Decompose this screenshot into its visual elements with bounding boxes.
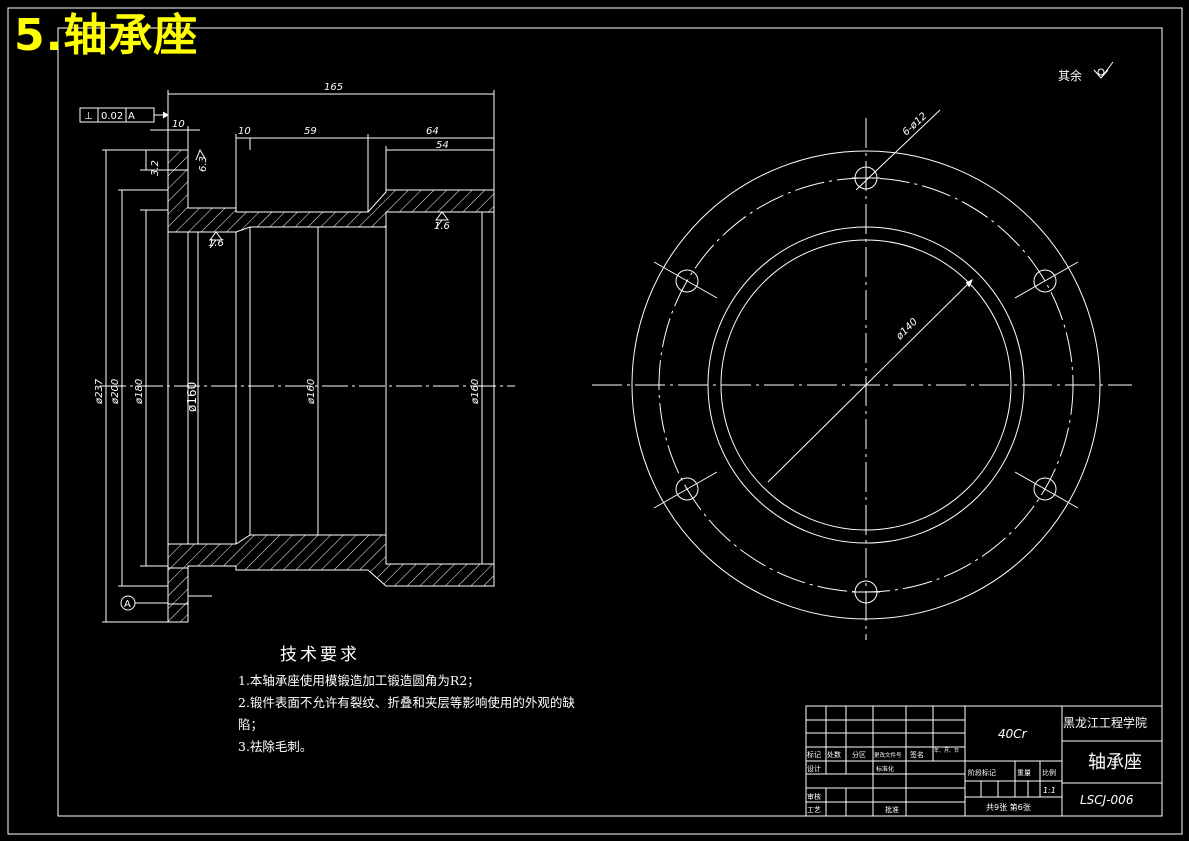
tb-label-ratio: 比例 [1042,768,1056,777]
bolt-hole [675,269,699,293]
dim-d-middle: ø160 [306,379,317,405]
tb-label-date: 年、月、日 [934,747,959,754]
tech-requirements-title: 技术要求 [280,645,360,665]
section-hatch-top [167,149,495,233]
page-heading: 5.轴承座 [14,10,199,61]
dim-chamfer: 6.3 [198,156,209,172]
tech-requirement-item: 陷； [238,717,264,732]
dim-overall-length: 165 [324,82,343,93]
bolt-hole [1033,477,1057,501]
tb-school: 黑龙江工程学院 [1063,715,1147,730]
datum-label: A [124,599,131,610]
dim-middle-length: 59 [304,126,317,137]
tolerance-datum: A [128,111,135,122]
bolt-hole [1033,269,1057,293]
dim-right-bore-length: 54 [436,140,449,151]
tb-label-design: 设计 [807,764,821,773]
roughness-note: 其余 [1058,61,1114,83]
tech-requirement-item: 1.本轴承座使用模锻造加工锻造圆角为R2； [238,673,480,688]
dim-d-body: ø180 [134,379,145,405]
tolerance-symbol: ⊥ [84,111,93,122]
tb-label-sign: 签名 [910,750,924,759]
tb-label-mark: 标记 [807,750,821,759]
title-block [805,705,1163,817]
tb-sheets: 共9张 第6张 [986,802,1031,812]
dim-flange-height: 3.2 [150,160,161,176]
tb-label-stage-mark: 阶段标记 [968,768,996,777]
tb-label-count: 处数 [827,750,841,759]
tb-material: 40Cr [998,727,1028,741]
tech-requirements: 技术要求 1.本轴承座使用模锻造加工锻造圆角为R2； 2.锻件表面不允许有裂纹、… [238,644,658,758]
tb-label-review: 审核 [807,792,821,801]
dim-d-outer-flange: ø237 [94,378,105,405]
tb-drawing-no: LSCJ-006 [1080,793,1134,807]
tb-label-approve: 批准 [885,805,899,814]
tb-label-zone: 分区 [852,750,866,759]
tb-label-process: 工艺 [807,806,821,814]
roughness-value-2: 1.6 [434,221,450,232]
tb-label-change-doc: 更改文件号 [874,751,902,759]
section-hatch-bottom [167,534,495,623]
dim-right-length: 64 [426,126,439,137]
section-view [79,90,515,623]
front-dimension-texts: 6-ø12 ø140 [894,111,930,343]
outer-frame [7,7,1183,835]
tb-label-standardize: 标准化 [876,765,894,773]
dim-d-flange-inner: ø200 [110,379,121,405]
roughness-value-1: 1.6 [208,238,224,249]
tolerance-texts: ⊥ 0.02 A A [84,111,135,610]
tb-label-weight: 重量 [1017,769,1031,777]
roughness-note-text: 其余 [1058,68,1082,83]
tb-part-name: 轴承座 [1088,752,1142,773]
tb-scale: 1:1 [1043,786,1056,795]
dim-step-length: 10 [238,126,251,137]
tolerance-value: 0.02 [101,111,123,122]
front-view [592,109,1132,640]
dim-d-right-bore: ø160 [470,379,481,405]
tech-requirement-item: 2.锻件表面不允许有裂纹、折叠和夹层等影响使用的外观的缺 [238,695,575,710]
tech-requirement-item: 3.祛除毛刺。 [238,739,313,754]
bolt-hole [675,477,699,501]
title-block-texts: 40Cr 黑龙江工程学院 轴承座 LSCJ-006 1:1 共9张 第6张 标记… [807,715,1147,814]
dim-d-bore-fit: ø160 [185,382,199,412]
section-dimension-texts: 165 10 10 59 64 54 3.2 6.3 ø237 ø200 ø18… [94,82,481,412]
inner-frame [57,27,1163,817]
dim-flange-thickness: 10 [172,119,185,130]
dim-bolt-circle: ø140 [894,317,920,343]
